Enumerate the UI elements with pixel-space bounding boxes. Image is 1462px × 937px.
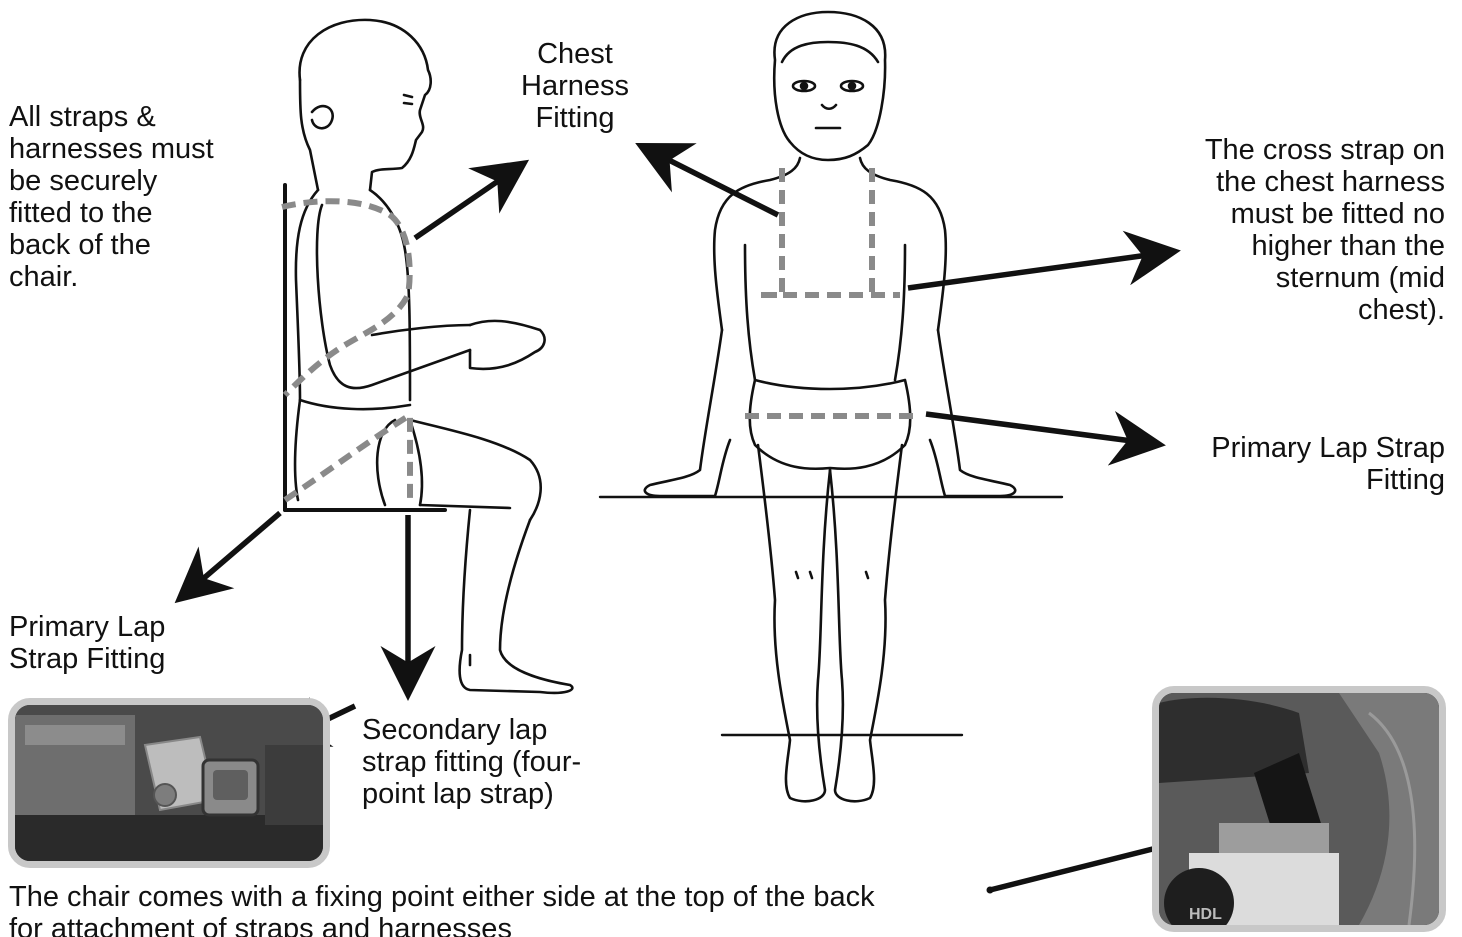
label-primary-lap-left-line: Primary Lap [9, 611, 165, 643]
label-cross-strap-line: higher than the [1100, 230, 1445, 262]
photo-left-fixing-point [8, 698, 330, 868]
label-all-straps-line: All straps & [9, 101, 214, 133]
label-cross-strap-line: the chest harness [1100, 166, 1445, 198]
side-chest-harness-strap [282, 201, 410, 395]
label-chest-harness-line: Fitting [500, 102, 650, 134]
front-chest-cross-strap [758, 168, 900, 295]
arrow-primary-lap-left [183, 513, 280, 596]
label-all-straps-line: chair. [9, 261, 214, 293]
label-primary-lap-right-line: Fitting [1130, 464, 1445, 496]
label-all-straps-line: be securely [9, 165, 214, 197]
label-cross-strap: The cross strap on the chest harness mus… [1100, 134, 1445, 326]
label-cross-strap-line: chest). [1100, 294, 1445, 326]
label-cross-strap-line: sternum (mid [1100, 262, 1445, 294]
label-secondary-lap-line: strap fitting (four- [362, 746, 581, 778]
label-cross-strap-line: must be fitted no [1100, 198, 1445, 230]
arrow-primary-lap-right [926, 414, 1155, 444]
side-lap-strap [285, 415, 410, 505]
label-all-straps: All straps & harnesses must be securely … [9, 101, 214, 293]
label-primary-lap-right-line: Primary Lap Strap [1130, 432, 1445, 464]
label-secondary-lap-line: point lap strap) [362, 778, 581, 810]
label-chair-fixing-point-line: for attachment of straps and harnesses [9, 913, 875, 937]
photo-right-fixing-point: HDL [1152, 686, 1446, 932]
label-primary-lap-left: Primary Lap Strap Fitting [9, 611, 165, 675]
arrow-side-chest [415, 166, 520, 238]
pointer-arrows [183, 148, 1228, 890]
label-all-straps-line: fitted to the [9, 197, 214, 229]
label-chest-harness-line: Harness [500, 70, 650, 102]
photo-left-image [15, 705, 323, 861]
label-chest-harness-line: Chest [500, 38, 650, 70]
label-chair-fixing-point-line: The chair comes with a fixing point eith… [9, 881, 875, 913]
svg-text:HDL: HDL [1189, 906, 1222, 923]
front-view-straps [745, 168, 915, 416]
side-view-straps [282, 201, 410, 505]
label-all-straps-line: back of the [9, 229, 214, 261]
label-chair-fixing-point: The chair comes with a fixing point eith… [9, 881, 875, 937]
label-secondary-lap: Secondary lap strap fitting (four- point… [362, 714, 581, 810]
photo-right-image: HDL [1159, 693, 1439, 925]
label-chest-harness: Chest Harness Fitting [500, 38, 650, 134]
label-cross-strap-line: The cross strap on [1100, 134, 1445, 166]
label-secondary-lap-line: Secondary lap [362, 714, 581, 746]
label-primary-lap-left-line: Strap Fitting [9, 643, 165, 675]
label-primary-lap-right: Primary Lap Strap Fitting [1130, 432, 1445, 496]
label-all-straps-line: harnesses must [9, 133, 214, 165]
front-view-child [600, 12, 1062, 801]
